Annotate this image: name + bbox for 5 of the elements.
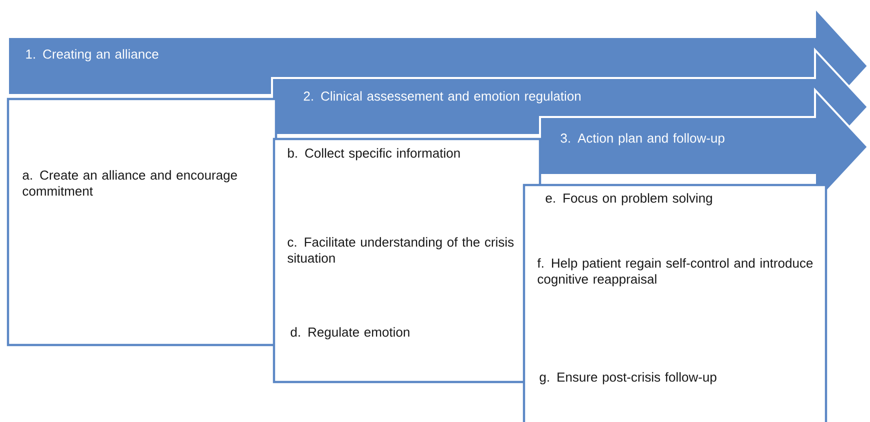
node-label: 1. Creating an alliance <box>26 49 158 62</box>
step-box: e. Focus on problem solving f. Help patient regain self-control and introduce cognitive reappraisal g. Ensure post-crisis follow-up <box>522 184 828 422</box>
node-label: 3. Action plan and follow-up <box>560 133 724 146</box>
node-label: 2. Clinical assessement and emotion regulation <box>304 91 580 104</box>
step-box: a. Create an alliance and encourage commitment <box>6 98 278 346</box>
